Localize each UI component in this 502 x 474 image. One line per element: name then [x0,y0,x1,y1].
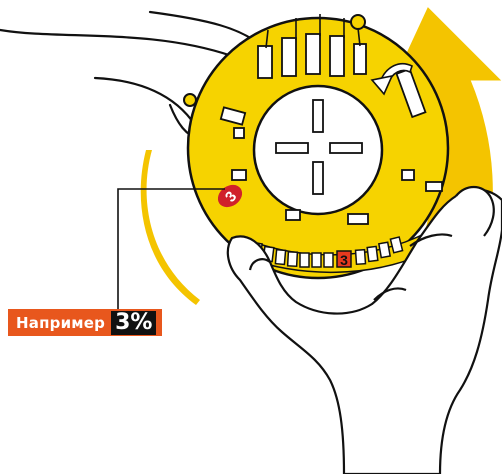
callout-word: Например [16,314,105,332]
example-callout: Например 3% [8,309,162,336]
callout-value: 3% [111,311,156,335]
scale-window-value: 3 [340,252,348,268]
